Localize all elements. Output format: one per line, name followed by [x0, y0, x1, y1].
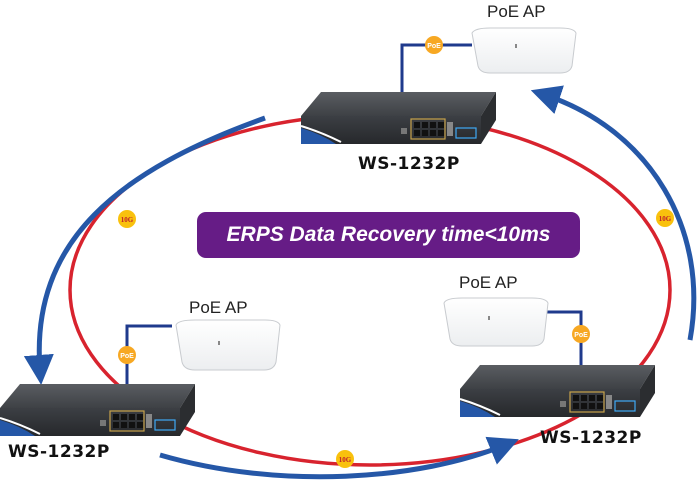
switch-label-right: WS-1232P	[540, 428, 642, 448]
svg-text:PoE: PoE	[120, 353, 134, 360]
poe-badge-top: PoE	[425, 36, 443, 54]
access-point-right	[443, 297, 549, 347]
poe-cable-left	[125, 324, 172, 386]
poe-badge-left: PoE	[118, 346, 136, 364]
svg-text:10G: 10G	[339, 456, 352, 464]
svg-text:10G: 10G	[121, 216, 134, 224]
switch-label-left: WS-1232P	[8, 442, 110, 462]
svg-text:10G: 10G	[659, 215, 672, 223]
access-point-top	[471, 27, 577, 74]
switch-label-top: WS-1232P	[358, 154, 460, 174]
switch-top	[300, 92, 496, 144]
poe-cable-right	[538, 310, 583, 367]
link-speed-badge-right: 10G	[656, 209, 674, 227]
arrow-top-left	[23, 115, 266, 385]
switch-right	[459, 365, 655, 417]
ap-label-left: PoE AP	[189, 298, 248, 317]
access-point-left	[175, 319, 281, 371]
arrow-bottom	[159, 436, 519, 480]
svg-text:PoE: PoE	[427, 43, 441, 50]
switch-left	[0, 384, 195, 436]
arrow-top-right	[530, 85, 697, 341]
banner-text: ERPS Data Recovery time<10ms	[226, 223, 551, 246]
ap-label-top: PoE AP	[487, 2, 546, 21]
svg-text:PoE: PoE	[574, 332, 588, 339]
ap-label-right: PoE AP	[459, 273, 518, 292]
link-speed-badge-bottom: 10G	[336, 450, 354, 468]
link-speed-badge-left: 10G	[118, 210, 136, 228]
erps-banner: ERPS Data Recovery time<10ms	[197, 212, 580, 258]
poe-badge-right: PoE	[572, 325, 590, 343]
poe-cable-top	[400, 43, 472, 94]
